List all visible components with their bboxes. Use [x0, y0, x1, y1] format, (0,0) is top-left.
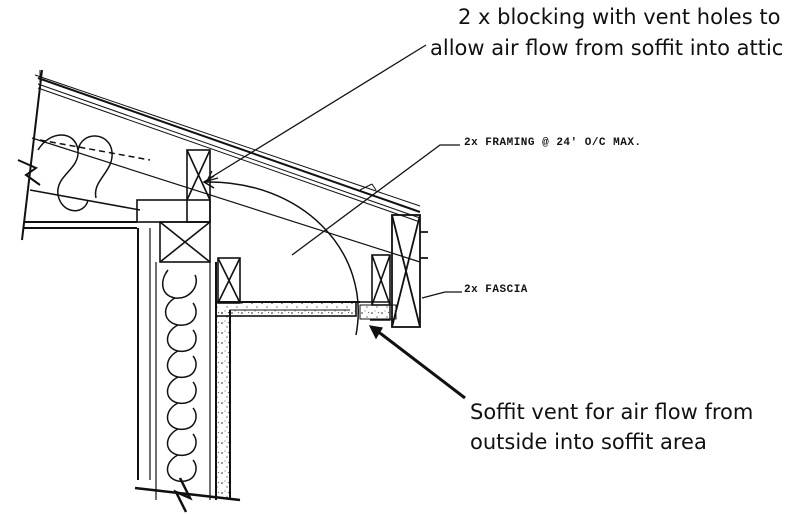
blocking-callout-line1: 2 x blocking with vent holes to: [458, 5, 781, 29]
blocking-leader-head: [205, 170, 219, 183]
framing-tag: 2x FRAMING @ 24' O/C MAX.: [464, 137, 642, 149]
top-plate: [136, 149, 211, 263]
exterior-wall: [137, 228, 231, 500]
soffit-leader-head: [368, 325, 384, 340]
leader-lines: [205, 44, 466, 400]
attic-insulation: [29, 134, 151, 212]
roof-assembly: [17, 69, 421, 263]
soffit-callout-line2: outside into soffit area: [470, 430, 707, 454]
soffit-callout-line1: Soffit vent for air flow from: [470, 400, 754, 424]
fascia-leader: [421, 291, 462, 299]
soffit-leader: [375, 328, 466, 400]
fascia-board: [391, 214, 428, 328]
blocking-leader: [209, 44, 427, 179]
soffit-framing: [215, 254, 397, 321]
wall-break: [134, 477, 241, 513]
ceiling: [24, 221, 137, 229]
fascia-tag: 2x FASCIA: [464, 284, 528, 296]
blocking-callout-line2: allow air flow from soffit into attic: [430, 36, 784, 60]
wall-insulation: [161, 269, 197, 483]
framing-leader: [291, 144, 460, 256]
